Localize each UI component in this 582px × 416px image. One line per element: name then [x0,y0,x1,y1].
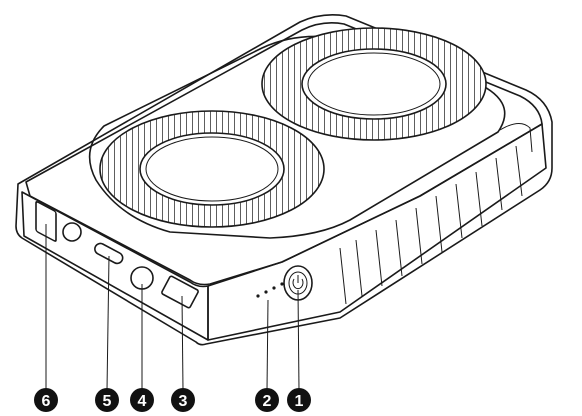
callout-label: 1 [295,393,304,410]
grip-ridges [339,123,533,305]
fan-plate [88,35,506,239]
callout-label: 4 [138,393,147,410]
callout-6: 6 [34,388,58,412]
callout-1: 1 [287,388,311,412]
device-top-face [25,22,543,286]
leader-lines [45,224,300,391]
callout-label: 2 [263,393,272,410]
fan-rear [261,27,487,141]
callout-4: 4 [130,388,154,412]
fan-front [99,110,325,228]
device-side-face [207,123,547,341]
led-indicator-icon [256,282,284,298]
usb-a-port-icon [161,275,199,309]
callout-label: 6 [42,393,51,410]
device-body-outline [15,14,553,346]
callout-5: 5 [95,388,119,412]
callout-2: 2 [255,388,279,412]
dc-port-icon [62,222,82,242]
callout-label: 3 [179,393,188,410]
usb-c-port-icon [94,242,124,265]
callout-3: 3 [171,388,195,412]
power-icon [292,278,304,290]
callout-label: 5 [103,393,112,410]
